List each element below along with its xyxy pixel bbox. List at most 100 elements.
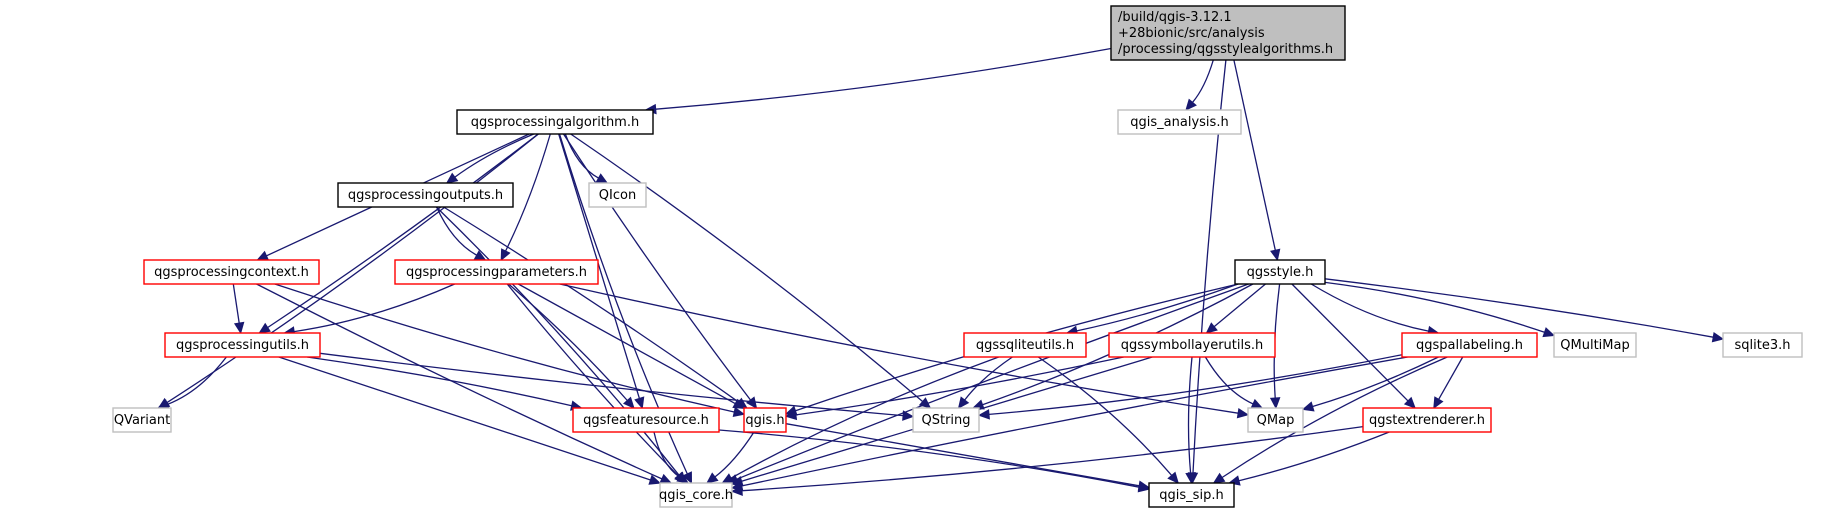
node-box-qgsprocessingparameters	[394, 259, 599, 285]
arrowhead-root-to-qgsstyle	[1270, 248, 1281, 262]
arrowhead-qgsprocessingalgorithm-to-qgis_core	[682, 471, 693, 485]
node-qgsprocessingparameters[interactable]: qgsprocessingparameters.h	[394, 259, 599, 285]
node-label-qgssymbollayerutils: qgssymbollayerutils.h	[1121, 338, 1264, 353]
node-box-qgspallabeling	[1401, 332, 1538, 358]
node-box-qgsfeaturesource	[572, 407, 720, 433]
arrowhead-root-to-qgis_analysis	[1185, 98, 1197, 111]
edge-qgsstyle-to-qgssqliteutils	[1076, 283, 1239, 332]
nodes-layer: /build/qgis-3.12.1+28bionic/src/analysis…	[112, 5, 1803, 508]
node-box-qgsprocessingutils	[164, 332, 321, 358]
node-label-qgstextrenderer: qgstextrenderer.h	[1369, 413, 1485, 428]
arrowhead-qgssqliteutils-to-qgis_core	[721, 473, 735, 484]
edge-qgsstyle-to-qmultimap	[1324, 281, 1545, 333]
node-qgsstyle[interactable]: qgsstyle.h	[1234, 259, 1326, 285]
node-qgsprocessingcontext[interactable]: qgsprocessingcontext.h	[143, 259, 320, 285]
edge-qgspallabeling-to-qgstextrenderer	[1438, 356, 1464, 400]
node-qstring: QString	[912, 407, 980, 433]
arrowhead-qgsprocessingcontext-to-qgis	[732, 406, 746, 418]
node-qgstextrenderer[interactable]: qgstextrenderer.h	[1362, 407, 1492, 433]
edge-qgstextrenderer-to-qgis_sip	[1238, 431, 1390, 482]
arrowhead-qgsstyle-to-qmap	[1269, 397, 1281, 410]
edge-qgsprocessingalgorithm-to-qgsprocessingutils	[267, 133, 539, 329]
node-label-sqlite3: sqlite3.h	[1735, 338, 1791, 353]
node-label-qgspallabeling: qgspallabeling.h	[1416, 338, 1523, 353]
node-box-qgis_core	[659, 482, 733, 508]
node-label-qmultimap: QMultiMap	[1560, 338, 1629, 353]
edge-qgis-to-qgis_core	[714, 431, 755, 478]
arrowhead-qgsprocessingparameters-to-qgis	[732, 398, 746, 409]
edge-qgsprocessingutils-to-qgis_core	[278, 356, 651, 481]
arrowhead-qgsprocessingutils-to-qstring	[902, 410, 915, 421]
node-label-qgsprocessingparameters: qgsprocessingparameters.h	[406, 265, 587, 280]
arrowhead-qgsprocessingcontext-to-qgis_core	[659, 473, 673, 484]
node-qgspallabeling[interactable]: qgspallabeling.h	[1401, 332, 1538, 358]
edge-qgsprocessingutils-to-qgsfeaturesource	[307, 356, 572, 407]
edge-qgssymbollayerutils-to-qgis_sip	[1187, 356, 1193, 474]
node-label-qgis_core: qgis_core.h	[659, 488, 733, 503]
arrowhead-qgssqliteutils-to-qgis_sip	[1167, 471, 1179, 484]
node-qgis_core: qgis_core.h	[659, 482, 733, 508]
node-label-qgsfeaturesource: qgsfeaturesource.h	[583, 413, 709, 428]
node-label-qgsstyle: qgsstyle.h	[1247, 265, 1314, 280]
arrowhead-qgspallabeling-to-qgis_sip	[1212, 472, 1226, 484]
node-label-qgsprocessingutils: qgsprocessingutils.h	[176, 338, 309, 353]
edge-qgsstyle-to-sqlite3	[1324, 278, 1714, 338]
edge-qgsprocessingparameters-to-qgis_core	[506, 283, 679, 477]
node-sqlite3: sqlite3.h	[1722, 332, 1803, 358]
edge-qgsprocessingalgorithm-to-qstring	[570, 133, 924, 402]
edge-qgsprocessingoutputs-to-qgis_core	[435, 206, 680, 476]
edge-qgstextrenderer-to-qgis_core	[741, 425, 1364, 492]
edge-qgspallabeling-to-qstring	[988, 354, 1403, 416]
node-label-qicon: QIcon	[599, 188, 636, 203]
edge-root-to-qgsprocessingalgorithm	[655, 47, 1112, 110]
node-qgis_sip[interactable]: qgis_sip.h	[1148, 482, 1235, 508]
node-label-qgis: qgis.h	[745, 413, 784, 428]
edge-qgsprocessingparameters-to-qgis	[517, 283, 736, 405]
edge-qgsstyle-to-qgssymbollayerutils	[1213, 283, 1266, 328]
arrowhead-qgssymbollayerutils-to-qgis	[784, 409, 798, 421]
node-box-qgsprocessingcontext	[143, 259, 320, 285]
node-qmultimap: QMultiMap	[1553, 332, 1637, 358]
node-label-qgsprocessingoutputs: qgsprocessingoutputs.h	[348, 188, 503, 203]
node-qgsprocessingoutputs[interactable]: qgsprocessingoutputs.h	[337, 182, 514, 208]
edge-qgssymbollayerutils-to-qmap	[1204, 356, 1254, 405]
node-box-qstring	[912, 407, 980, 433]
node-label-qmap: QMap	[1257, 413, 1295, 428]
node-label-root: /processing/qgsstylealgorithms.h	[1118, 42, 1333, 57]
node-qgis[interactable]: qgis.h	[743, 407, 787, 433]
edge-qgspallabeling-to-qgis_sip	[1221, 356, 1448, 479]
arrowhead-qgsprocessingalgorithm-to-qicon	[595, 173, 609, 184]
edge-qgsprocessingalgorithm-to-qgsprocessingoutputs	[454, 133, 534, 178]
arrowhead-qgsstyle-to-qgstextrenderer	[1403, 396, 1416, 409]
node-qmap: QMap	[1247, 407, 1304, 433]
node-root[interactable]: /build/qgis-3.12.1+28bionic/src/analysis…	[1110, 5, 1346, 61]
edge-qgssqliteutils-to-qgis_core	[730, 356, 999, 479]
edge-root-to-qgis_analysis	[1192, 59, 1214, 103]
node-qgssqliteutils[interactable]: qgssqliteutils.h	[963, 332, 1087, 358]
edge-qgsprocessingoutputs-to-qgsprocessingparameters	[436, 206, 478, 256]
node-box-qgssymbollayerutils	[1108, 332, 1276, 358]
arrowhead-qgstextrenderer-to-qgis_core	[730, 485, 743, 496]
edge-qgsprocessingutils-to-qvariant	[167, 356, 227, 406]
arrowhead-qgsprocessingalgorithm-to-qgsprocessingcontext	[256, 250, 270, 261]
arrowhead-qgsprocessingparameters-to-qmap	[1236, 407, 1250, 419]
arrowhead-qgsprocessingalgorithm-to-qgsprocessingutils	[258, 322, 271, 334]
node-box-qicon	[588, 182, 647, 208]
node-qgsfeaturesource[interactable]: qgsfeaturesource.h	[572, 407, 720, 433]
arrowhead-qgsprocessingutils-to-qgis_core	[648, 474, 662, 485]
edge-qgssqliteutils-to-qstring	[964, 356, 1013, 401]
edge-qgsprocessingcontext-to-qgis_core	[256, 283, 663, 480]
node-box-qgis_sip	[1148, 482, 1235, 508]
arrowhead-qgspallabeling-to-qmap	[1301, 401, 1315, 412]
node-qicon: QIcon	[588, 182, 647, 208]
arrowhead-qgsfeaturesource-to-qgis_core	[676, 472, 689, 484]
edge-qgsstyle-to-qgis_core	[736, 283, 1249, 480]
arrowhead-qgssymbollayerutils-to-qmap	[1250, 398, 1264, 409]
node-qgsprocessingalgorithm[interactable]: qgsprocessingalgorithm.h	[456, 109, 654, 135]
arrowhead-qgsstyle-to-qmultimap	[1542, 327, 1556, 338]
node-qgsprocessingutils[interactable]: qgsprocessingutils.h	[164, 332, 321, 358]
node-qgssymbollayerutils[interactable]: qgssymbollayerutils.h	[1108, 332, 1276, 358]
node-label-qgsprocessingalgorithm: qgsprocessingalgorithm.h	[471, 115, 639, 130]
node-qgis_analysis: qgis_analysis.h	[1117, 109, 1242, 135]
